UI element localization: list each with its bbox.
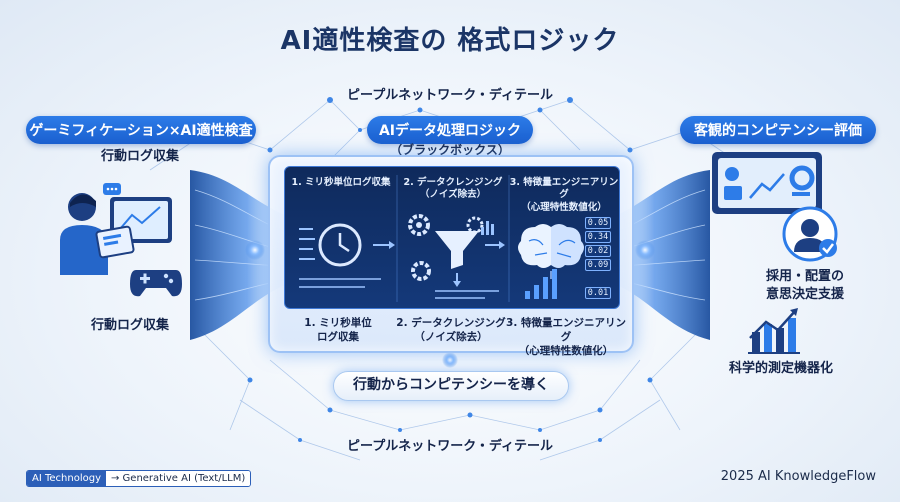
processing-screen-art (299, 175, 584, 302)
badge-subcategory: → Generative AI (Text/LLM) (105, 471, 251, 486)
left-section-pill: ゲーミフィケーション×AI適性検査 (26, 116, 256, 144)
screen-step-3-line2: （心理特性数値化） (521, 201, 607, 213)
page-title: AI適性検査の 格式ロジック (280, 26, 620, 56)
screen-step-1-title: 1. ミリ秒単位ログ収集 (291, 177, 391, 188)
processing-screen: 1. ミリ秒単位ログ収集 2. データクレンジング （ノイズ除去） 3. 特徴量… (284, 166, 620, 309)
value-box: 0.09 (585, 259, 611, 271)
growth-chart-icon (748, 308, 800, 354)
right-decision-line1: 採用・配置の (765, 269, 844, 284)
bottom-step-2-line2: （ノイズ除去） (414, 331, 488, 344)
user-check-icon (782, 206, 838, 262)
value-box: 0.34 (585, 231, 611, 243)
left-label-bottom: 行動ログ収集 (90, 318, 169, 333)
center-section-pill: AIデータ処理ロジック (367, 116, 533, 144)
footer-credit: 2025 AI KnowledgeFlow (720, 469, 876, 484)
bottom-step-3: 3. 特徴量エンジニアリング （心理特性数値化） (502, 316, 630, 359)
bottom-step-2-line1: 2. データクレンジング (396, 317, 506, 329)
bottom-step-3-line1: 3. 特徴量エンジニアリング (506, 317, 626, 344)
network-caption-top: ピープルネットワーク・ディテール (346, 88, 554, 103)
left-data-stream (190, 170, 285, 340)
screen-step-3-line1: 3. 特徴量エンジニアリング (509, 177, 619, 201)
screen-step-2-line1: 2. データクレンジング (403, 177, 503, 188)
person-with-tablet-icon (60, 193, 172, 275)
badge-category: AI Technology (27, 471, 106, 486)
right-measure-label: 科学的測定機器化 (728, 361, 833, 376)
network-caption-bottom: ピープルネットワーク・ディテール (346, 439, 554, 454)
screen-step-3-title: 3. 特徴量エンジニアリング （心理特性数値化） (507, 177, 621, 214)
right-decision-line2: 意思決定支援 (765, 286, 844, 302)
gamepad-icon (130, 270, 182, 297)
chat-bubble-icon (103, 183, 121, 195)
technology-badge: AI Technology → Generative AI (Text/LLM) (26, 470, 252, 487)
center-subtitle: （ブラックボックス） (390, 143, 510, 157)
screen-step-2-title: 2. データクレンジング （ノイズ除去） (397, 177, 509, 202)
right-decision-label: 採用・配置の 意思決定支援 (740, 268, 870, 303)
brain-icon (518, 224, 584, 268)
bottom-step-1-line1: 1. ミリ秒単位 (304, 317, 372, 329)
bottom-step-1: 1. ミリ秒単位 ログ収集 (286, 316, 390, 344)
value-box: 0.05 (585, 217, 611, 229)
value-box: 0.02 (585, 245, 611, 257)
left-label-top: 行動ログ収集 (100, 149, 179, 164)
dashboard-icon (712, 152, 822, 214)
value-box: 0.01 (585, 287, 611, 299)
screen-step-2-line2: （ノイズ除去） (419, 189, 487, 201)
right-data-stream (617, 170, 710, 340)
bottom-step-3-line2: （心理特性数値化） (518, 345, 614, 358)
gear-icon (408, 214, 484, 281)
competency-banner: 行動からコンピテンシーを導く (333, 371, 569, 401)
clock-icon (299, 223, 381, 288)
right-section-pill: 客観的コンピテンシー評価 (680, 116, 876, 144)
bottom-step-1-line2: ログ収集 (317, 331, 359, 344)
funnel-icon (435, 231, 479, 287)
bottom-step-2: 2. データクレンジング （ノイズ除去） (390, 316, 512, 344)
